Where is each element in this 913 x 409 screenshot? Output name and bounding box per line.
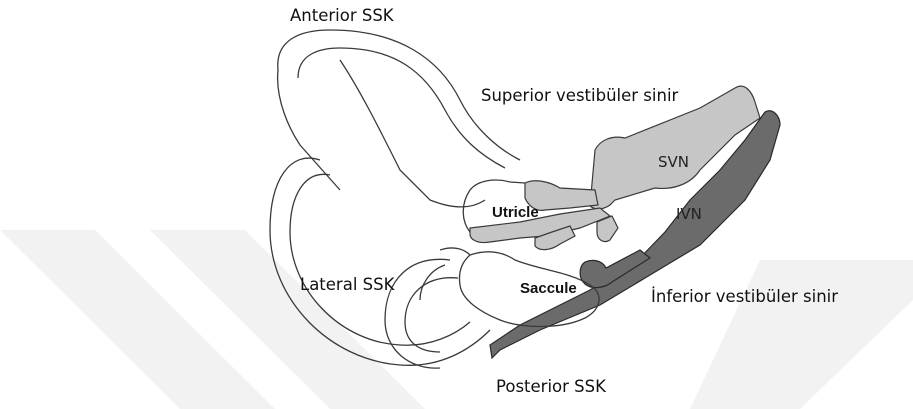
label-saccule: Saccule <box>520 280 577 297</box>
label-anterior-ssk: Anterior SSK <box>290 6 395 25</box>
label-posterior-ssk: Posterior SSK <box>496 377 607 396</box>
label-lateral-ssk: Lateral SSK <box>300 275 396 294</box>
anterior-crus <box>278 70 340 190</box>
common-crus <box>340 60 485 207</box>
label-svn: SVN <box>658 153 689 171</box>
posterior-canal-inner <box>405 278 458 352</box>
label-utricle: Utricle <box>492 204 539 221</box>
label-inferior-nerve: İnferior vestibüler sinir <box>651 287 838 306</box>
label-superior-nerve: Superior vestibüler sinir <box>481 86 679 105</box>
label-ivn: IVN <box>676 205 702 223</box>
watermark-stripe-3 <box>690 260 913 409</box>
anterior-canal-inner <box>298 48 505 168</box>
posterior-canal <box>385 259 450 368</box>
watermark-stripes <box>0 230 913 409</box>
